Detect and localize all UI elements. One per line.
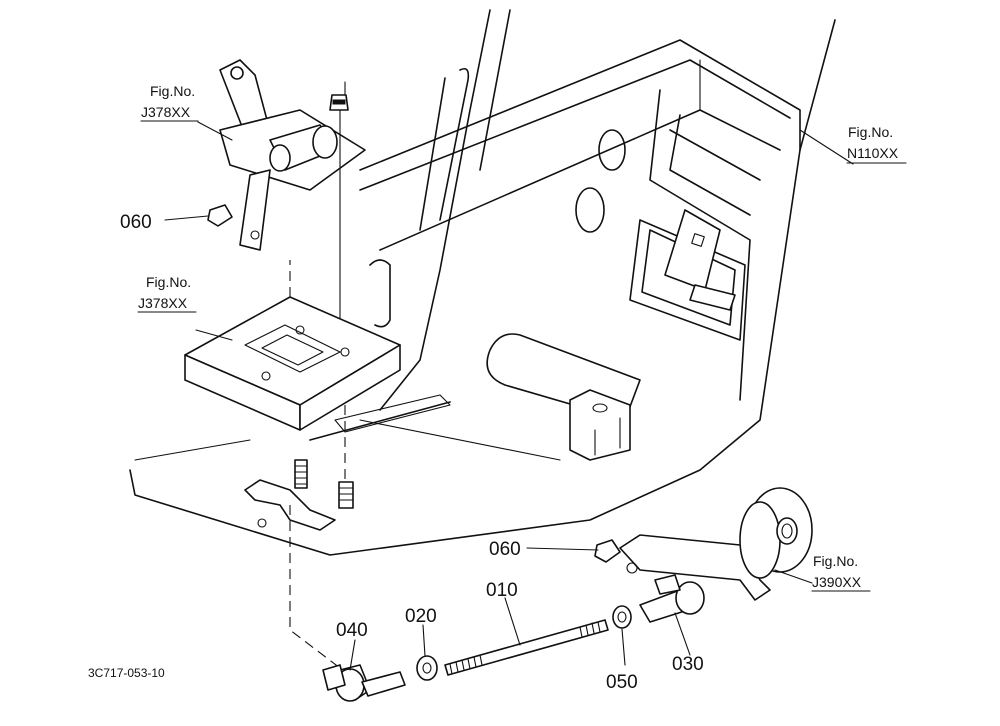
fig-ref-lower-right: Fig.No. J390XX xyxy=(811,553,871,592)
fig-ref-mid-left: Fig.No. J378XX xyxy=(137,274,197,313)
spring-pin-right xyxy=(338,481,354,509)
spring-pin-left xyxy=(294,459,308,489)
fig-ref-code: J378XX xyxy=(141,104,191,120)
part-number-040: 040 xyxy=(336,620,368,641)
fig-ref-prefix: Fig.No. xyxy=(813,553,858,569)
frame-panel xyxy=(129,9,836,669)
guide-plate xyxy=(184,260,401,509)
part-number-060-lower: 060 xyxy=(489,539,521,560)
drawing-number: 3C717-053-10 xyxy=(88,666,165,680)
part-number-060-upper: 060 xyxy=(120,212,152,233)
rod-assembly xyxy=(207,204,705,702)
part-number-020: 020 xyxy=(405,606,437,627)
fig-ref-code: J378XX xyxy=(138,295,188,311)
leader-lines xyxy=(164,121,854,671)
fig-ref-right: Fig.No. N110XX xyxy=(846,124,907,164)
linkage-arm xyxy=(619,487,813,601)
part-number-030: 030 xyxy=(672,654,704,675)
fig-ref-code: N110XX xyxy=(847,145,899,161)
fig-ref-code: J390XX xyxy=(812,574,862,590)
fig-ref-prefix: Fig.No. xyxy=(848,124,893,140)
fig-ref-prefix: Fig.No. xyxy=(146,274,191,290)
part-number-010: 010 xyxy=(486,580,518,601)
fig-ref-prefix: Fig.No. xyxy=(150,83,195,99)
part-number-050: 050 xyxy=(606,672,638,693)
shift-lever-assembly xyxy=(219,59,366,353)
fig-ref-upper-left: Fig.No. J378XX xyxy=(140,83,199,122)
